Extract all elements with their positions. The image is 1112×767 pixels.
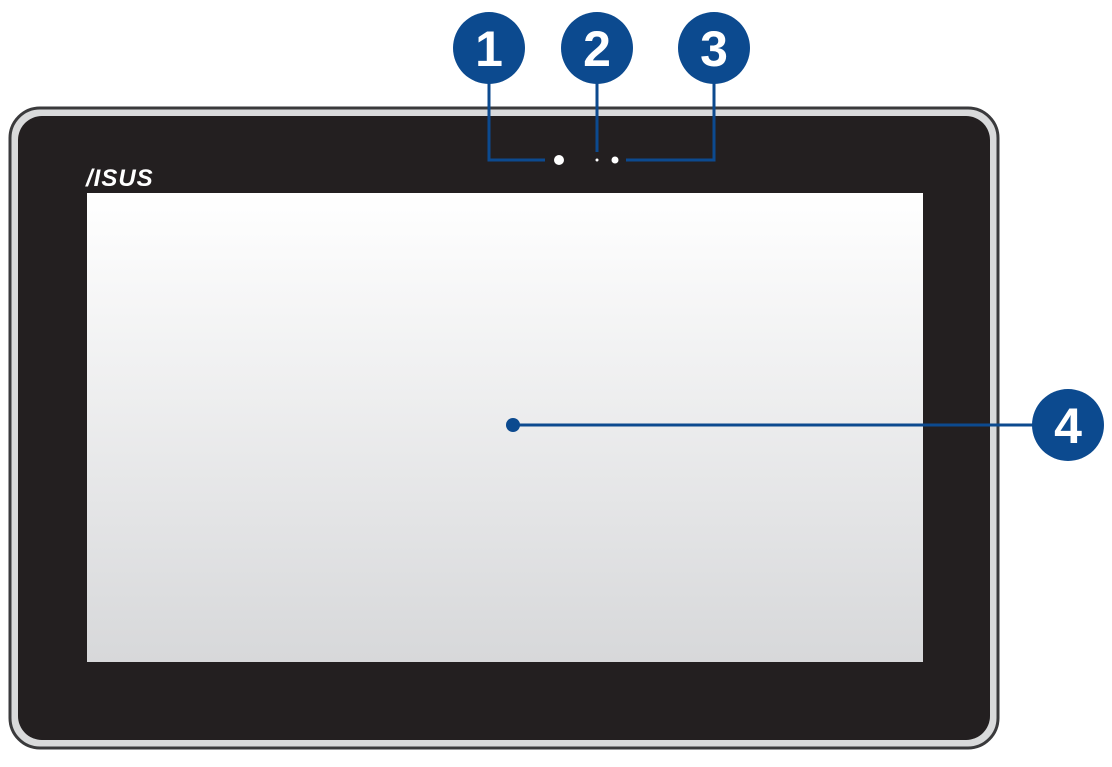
callout-3-line: [626, 70, 716, 162]
callout-number: 2: [583, 21, 611, 77]
light-sensor: [611, 156, 619, 164]
asus-logo: /ISUS: [85, 165, 154, 192]
callout-number: 1: [475, 21, 503, 77]
callout-number: 4: [1054, 398, 1082, 454]
touch-screen: [87, 193, 923, 662]
callout-4-dot: [506, 418, 520, 432]
callout-badge-1: 1: [453, 12, 525, 84]
callout-badge-4: 4: [1032, 389, 1104, 461]
callout-number: 3: [700, 21, 728, 77]
front-camera: [554, 155, 564, 165]
callout-badge-3: 3: [678, 12, 750, 84]
callout-1-line: [487, 70, 545, 162]
callout-badge-2: 2: [561, 12, 633, 84]
microphone: [595, 158, 599, 162]
